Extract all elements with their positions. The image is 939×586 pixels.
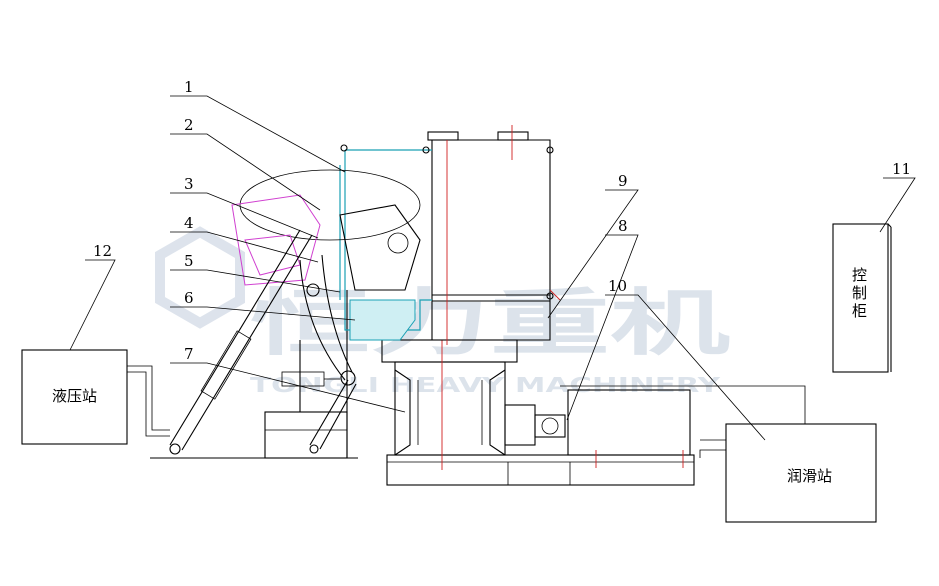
- fasteners: [340, 144, 554, 300]
- cover-housing: [339, 149, 432, 341]
- callout-12: 12: [93, 242, 112, 260]
- control-cabinet-label: 控制柜: [852, 266, 867, 320]
- pedestal: [381, 339, 566, 470]
- watermark-cn: 恒力重机: [250, 281, 730, 365]
- lubrication-station-label: 润滑站: [787, 467, 832, 485]
- leader-lines: [69, 95, 916, 441]
- control-cabinet: 控制柜: [832, 223, 892, 373]
- callout-3: 3: [184, 175, 194, 193]
- support-stand: [264, 290, 348, 459]
- callout-7: 7: [184, 345, 194, 363]
- callout-10: 10: [608, 277, 627, 295]
- callout-numbers: 1 2 3 4 5 6 7 8 9 10 11 12: [93, 78, 911, 363]
- hopper-tank: [427, 125, 561, 345]
- callout-5: 5: [184, 252, 194, 270]
- motor: [239, 169, 421, 291]
- hydraulic-station: 液压站: [21, 349, 170, 445]
- callout-1: 1: [184, 78, 194, 96]
- lubrication-station: 润滑站: [560, 385, 877, 523]
- watermark-en: TONGLI HEAVY MACHINERY: [250, 373, 721, 397]
- callout-6: 6: [184, 289, 194, 307]
- callout-2: 2: [184, 116, 194, 134]
- callout-4: 4: [184, 214, 194, 232]
- callout-8: 8: [618, 217, 628, 235]
- hydraulic-station-label: 液压站: [52, 387, 97, 405]
- callout-9: 9: [618, 172, 628, 190]
- tilt-mechanism: [169, 229, 357, 455]
- callout-11: 11: [892, 160, 911, 178]
- machine-base: [150, 389, 695, 486]
